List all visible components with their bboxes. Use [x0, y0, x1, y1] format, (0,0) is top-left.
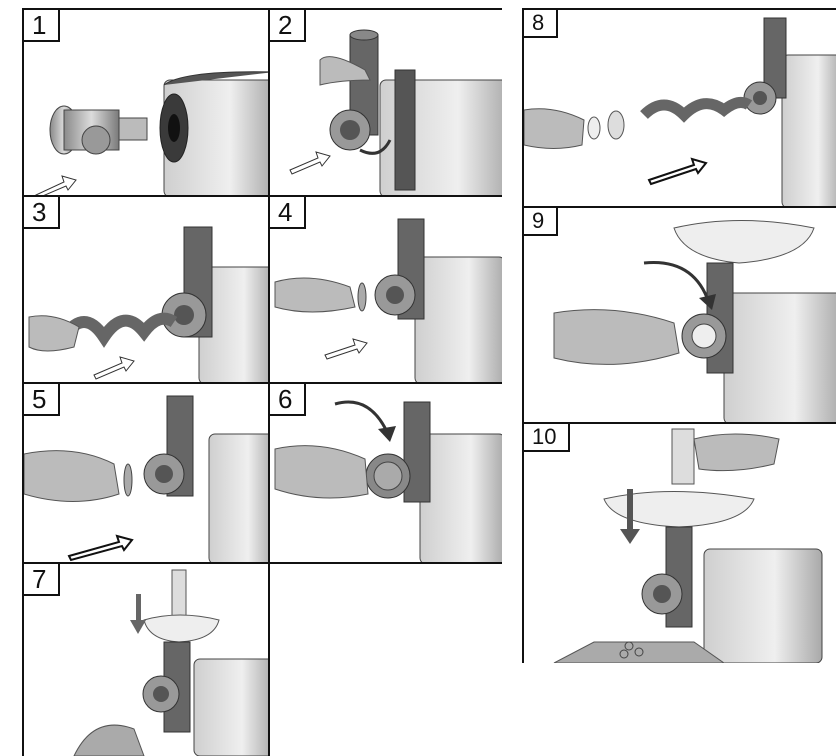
step-8-illustration — [524, 10, 836, 208]
step-number-7: 7 — [24, 564, 60, 596]
step-7-illustration — [24, 564, 270, 756]
step-panel-8: 8 — [524, 10, 836, 208]
step-number-9: 9 — [524, 208, 558, 236]
left-steps-grid: 1 2 — [22, 8, 502, 756]
step-number-6: 6 — [270, 384, 306, 416]
step-9-illustration — [524, 208, 836, 424]
step-number-1: 1 — [24, 10, 60, 42]
step-5-illustration — [24, 384, 270, 564]
step-number-8: 8 — [524, 10, 558, 38]
step-number-10: 10 — [524, 424, 570, 452]
step-number-5: 5 — [24, 384, 60, 416]
step-panel-10: 10 — [524, 424, 836, 663]
step-panel-5: 5 — [24, 384, 270, 564]
step-panel-1: 1 — [24, 10, 270, 197]
step-panel-2: 2 — [270, 10, 502, 197]
step-number-4: 4 — [270, 197, 306, 229]
empty-panel — [270, 564, 502, 756]
step-3-illustration — [24, 197, 270, 384]
step-panel-4: 4 — [270, 197, 502, 384]
step-panel-7: 7 — [24, 564, 270, 756]
step-number-3: 3 — [24, 197, 60, 229]
step-panel-6: 6 — [270, 384, 502, 564]
step-number-2: 2 — [270, 10, 306, 42]
step-panel-9: 9 — [524, 208, 836, 424]
step-panel-3: 3 — [24, 197, 270, 384]
step-10-illustration — [524, 424, 836, 663]
step-1-illustration — [24, 10, 270, 197]
right-steps-grid: 8 9 10 — [522, 8, 836, 663]
